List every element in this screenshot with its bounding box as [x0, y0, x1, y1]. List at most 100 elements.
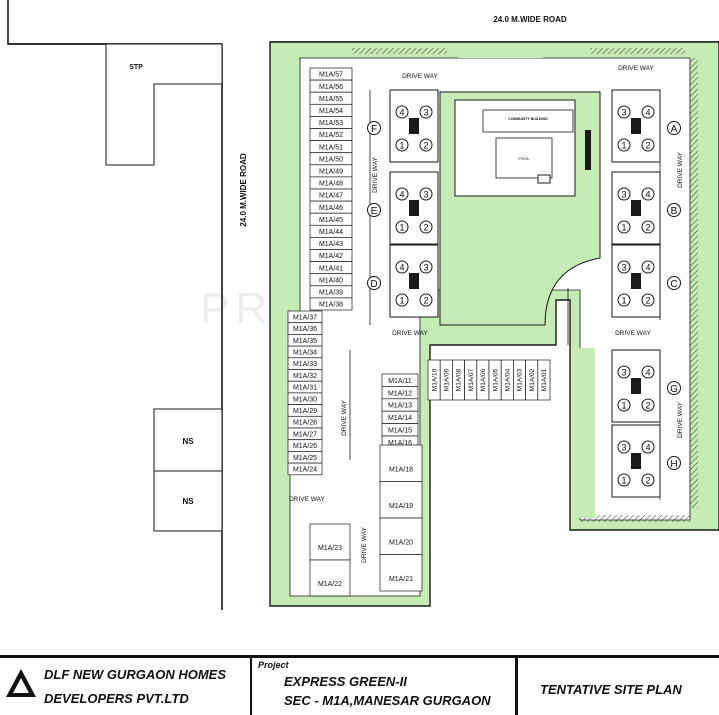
plot: M1A/27 — [287, 427, 323, 441]
svg-text:DRIVE WAY: DRIVE WAY — [392, 330, 428, 337]
plot: M1A/20 — [379, 517, 423, 555]
svg-text:M1A/14: M1A/14 — [388, 415, 412, 422]
plot: M1A/45 — [309, 212, 353, 226]
plot: M1A/15 — [381, 423, 419, 437]
plot: M1A/55 — [309, 91, 353, 105]
plot: M1A/06 — [476, 359, 490, 401]
plot: M1A/29 — [287, 404, 323, 417]
svg-text:3: 3 — [621, 108, 626, 118]
svg-text:C: C — [670, 279, 677, 290]
svg-text:DRIVE WAY: DRIVE WAY — [618, 65, 654, 72]
svg-text:1: 1 — [621, 476, 626, 486]
svg-text:M1A/04: M1A/04 — [504, 368, 511, 391]
plot: M1A/13 — [381, 398, 419, 412]
plot: M1A/31 — [287, 380, 323, 394]
svg-text:DRIVE WAY: DRIVE WAY — [402, 73, 438, 80]
plot: M1A/41 — [309, 261, 353, 275]
svg-text:M1A/36: M1A/36 — [293, 326, 317, 333]
plot: M1A/18 — [379, 444, 423, 482]
svg-text:M1A/43: M1A/43 — [319, 241, 343, 248]
svg-text:M1A/37: M1A/37 — [293, 314, 317, 321]
svg-text:3: 3 — [423, 190, 428, 200]
project-line2: SEC - M1A,MANESAR GURGAON — [284, 693, 491, 708]
svg-text:A: A — [671, 124, 678, 135]
svg-text:1: 1 — [399, 141, 404, 151]
svg-text:M1A/56: M1A/56 — [319, 84, 343, 91]
svg-text:M1A/08: M1A/08 — [456, 368, 463, 391]
svg-text:M1A/13: M1A/13 — [388, 403, 412, 410]
svg-text:M1A/49: M1A/49 — [319, 169, 343, 176]
plot: M1A/03 — [513, 359, 526, 401]
svg-text:4: 4 — [399, 190, 404, 200]
svg-text:M1A/51: M1A/51 — [319, 144, 343, 151]
plot: M1A/34 — [287, 345, 323, 359]
svg-text:M1A/03: M1A/03 — [517, 368, 524, 391]
project-label: Project — [258, 660, 289, 670]
plot: M1A/26 — [287, 439, 323, 452]
svg-text:1: 1 — [621, 223, 626, 233]
plot: M1A/21 — [379, 554, 423, 592]
svg-text:2: 2 — [645, 401, 650, 411]
svg-text:E: E — [371, 206, 378, 217]
plot: M1A/37 — [287, 310, 323, 324]
svg-text:3: 3 — [621, 443, 626, 453]
top-road-label: 24.0 M.WIDE ROAD — [493, 15, 567, 24]
central-court: COMMUNITY BUILDING POOL — [439, 91, 601, 326]
svg-text:M1A/26: M1A/26 — [293, 443, 317, 450]
svg-text:M1A/30: M1A/30 — [293, 396, 317, 403]
stp-block: STP — [105, 43, 223, 166]
svg-text:M1A/06: M1A/06 — [480, 368, 487, 391]
svg-text:NS: NS — [182, 497, 194, 506]
plot: M1A/23 — [309, 523, 351, 561]
svg-text:DRIVE WAY: DRIVE WAY — [677, 401, 684, 437]
svg-text:M1A/24: M1A/24 — [293, 467, 317, 474]
svg-text:M1A/32: M1A/32 — [293, 373, 317, 380]
plot: M1A/12 — [381, 386, 419, 400]
plot: M1A/38 — [309, 297, 353, 311]
svg-text:M1A/01: M1A/01 — [541, 368, 548, 391]
svg-text:M1A/50: M1A/50 — [319, 156, 343, 163]
plot: M1A/04 — [500, 359, 514, 401]
svg-text:M1A/27: M1A/27 — [293, 431, 317, 438]
plot: M1A/43 — [309, 237, 353, 250]
drawing-title-cell: TENTATIVE SITE PLAN — [518, 658, 719, 715]
plot: M1A/51 — [309, 140, 353, 154]
plot: M1A/30 — [287, 392, 323, 405]
svg-text:G: G — [670, 384, 678, 395]
svg-text:M1A/02: M1A/02 — [529, 368, 536, 391]
plot: M1A/50 — [309, 152, 353, 166]
svg-text:D: D — [370, 279, 377, 290]
svg-text:M1A/46: M1A/46 — [319, 205, 343, 212]
plot: M1A/32 — [287, 369, 323, 382]
svg-text:2: 2 — [645, 296, 650, 306]
svg-text:DRIVE WAY: DRIVE WAY — [372, 156, 379, 192]
south-green — [575, 348, 595, 518]
plot: M1A/52 — [309, 128, 353, 141]
svg-text:2: 2 — [423, 141, 428, 151]
svg-text:M1A/57: M1A/57 — [319, 72, 343, 79]
svg-text:M1A/25: M1A/25 — [293, 455, 317, 462]
svg-text:M1A/44: M1A/44 — [319, 229, 343, 236]
svg-text:M1A/38: M1A/38 — [319, 302, 343, 309]
plot: M1A/02 — [525, 359, 539, 401]
plot: M1A/54 — [309, 103, 353, 117]
svg-text:3: 3 — [621, 368, 626, 378]
plot: M1A/01 — [537, 359, 551, 401]
svg-text:M1A/42: M1A/42 — [319, 253, 343, 260]
svg-text:2: 2 — [645, 476, 650, 486]
svg-text:STP: STP — [129, 64, 143, 71]
svg-text:2: 2 — [645, 141, 650, 151]
plot: M1A/19 — [379, 481, 423, 519]
plot: M1A/40 — [309, 273, 353, 287]
plot: M1A/44 — [309, 224, 353, 238]
plot: M1A/46 — [309, 200, 353, 214]
plots-southwest: M1A/37M1A/36M1A/35M1A/34M1A/33M1A/32M1A/… — [287, 310, 323, 476]
svg-text:4: 4 — [645, 108, 650, 118]
svg-text:M1A/52: M1A/52 — [319, 132, 343, 139]
svg-text:1: 1 — [399, 296, 404, 306]
svg-text:M1A/45: M1A/45 — [319, 217, 343, 224]
